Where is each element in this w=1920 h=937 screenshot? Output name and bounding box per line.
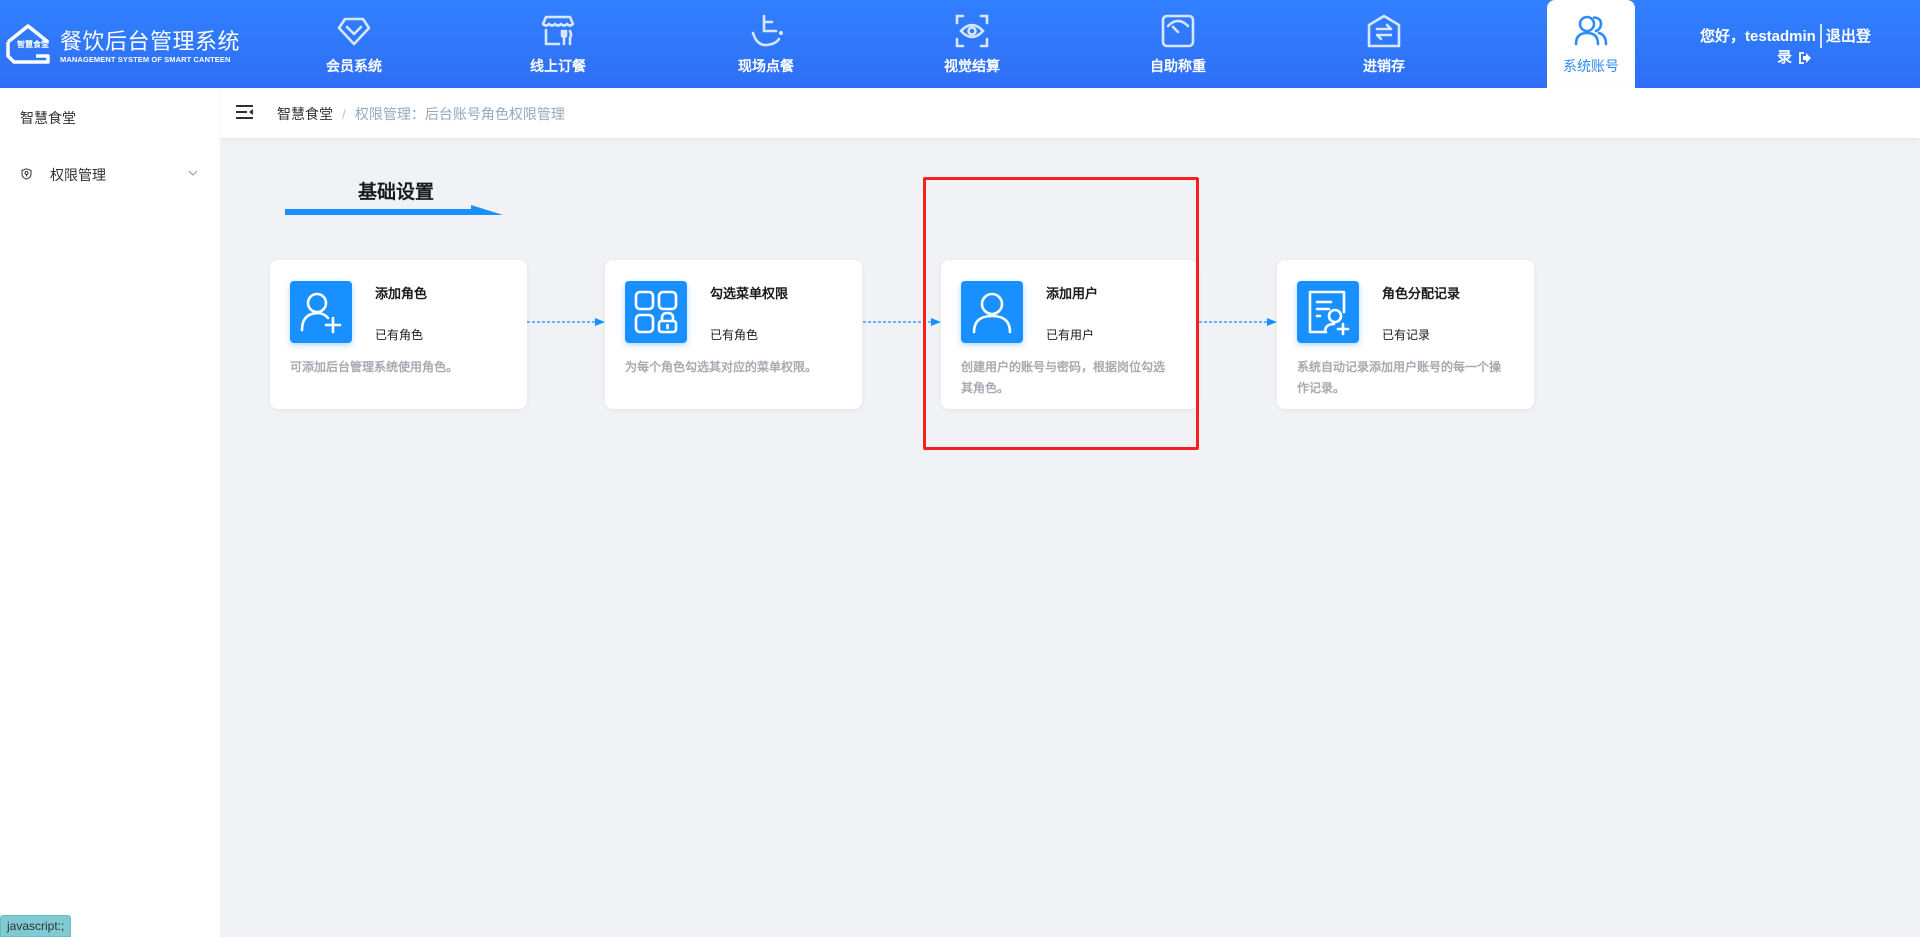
card-title: 添加角色	[375, 286, 428, 301]
scale-icon	[1161, 14, 1195, 48]
user-greeting: 您好，testadmin	[1700, 27, 1816, 45]
bowl-icon	[751, 14, 784, 47]
shield-icon	[21, 168, 32, 180]
nav-system-account[interactable]: 系统账号	[1547, 0, 1635, 88]
warehouse-transfer-icon	[1367, 14, 1401, 48]
document-user-icon	[1308, 290, 1350, 336]
card-role-assignment-log[interactable]: 角色分配记录 已有记录 系统自动记录添加用户账号的每一个操作记录。	[1277, 260, 1534, 409]
chevron-down-icon	[188, 170, 198, 176]
nav-online-order[interactable]: 线上订餐	[514, 0, 602, 88]
card-description: 为每个角色勾选其对应的菜单权限。	[625, 360, 818, 374]
app-subtitle: MANAGEMENT SYSTEM OF SMART CANTEEN	[60, 55, 231, 64]
nav-inventory[interactable]: 进销存	[1340, 0, 1428, 88]
breadcrumb-bar: 智慧食堂 / 权限管理：后台账号角色权限管理	[220, 88, 1920, 138]
logo-mark-text: 智慧食堂	[17, 40, 49, 49]
card-menu-permission[interactable]: 勾选菜单权限 已有角色 为每个角色勾选其对应的菜单权限。	[605, 260, 862, 409]
nav-self-weighing[interactable]: 自助称重	[1134, 0, 1222, 88]
logout-link-continued[interactable]: 录	[1777, 49, 1793, 66]
user-add-icon	[300, 292, 342, 334]
logout-icon[interactable]	[1798, 51, 1812, 65]
logout-link[interactable]: 退出登	[1825, 27, 1871, 45]
section-title: 基础设置	[358, 182, 435, 203]
card-stat: 已有记录	[1382, 328, 1431, 342]
user-separator	[1819, 24, 1822, 48]
nav-onsite-order[interactable]: 现场点餐	[722, 0, 810, 88]
card-description: 创建用户的账号与密码，根据岗位勾选其角色。	[961, 360, 1166, 395]
status-link-preview: javascript:;	[0, 915, 72, 937]
nav-visual-checkout[interactable]: 视觉结算	[928, 0, 1016, 88]
top-header: 智慧食堂 餐饮后台管理系统 MANAGEMENT SYSTEM OF SMART…	[0, 0, 1920, 88]
breadcrumb-separator: /	[342, 106, 346, 122]
card-stat: 已有角色	[375, 328, 424, 342]
menu-fold-icon[interactable]	[236, 105, 253, 119]
card-stat: 已有用户	[1046, 328, 1095, 342]
sidebar-item-label: 权限管理	[50, 167, 106, 183]
logo[interactable]: 智慧食堂 餐饮后台管理系统 MANAGEMENT SYSTEM OF SMART…	[4, 22, 240, 66]
sidebar: 智慧食堂 权限管理	[0, 88, 220, 937]
card-title: 勾选菜单权限	[710, 286, 789, 301]
nav-member-system[interactable]: 会员系统	[310, 0, 398, 88]
breadcrumb-current: 权限管理：后台账号角色权限管理	[354, 106, 565, 122]
house-logo-icon	[6, 24, 50, 64]
card-add-user[interactable]: 添加用户 已有用户 创建用户的账号与密码，根据岗位勾选其角色。	[941, 260, 1198, 409]
user-area: 您好，testadmin 退出登 录	[1700, 24, 1910, 67]
sidebar-title: 智慧食堂	[20, 110, 76, 126]
breadcrumb: 智慧食堂 / 权限管理：后台账号角色权限管理	[277, 104, 565, 124]
card-description: 系统自动记录添加用户账号的每一个操作记录。	[1297, 360, 1502, 395]
diamond-icon	[337, 17, 371, 46]
app-title: 餐饮后台管理系统	[60, 29, 241, 54]
user-icon	[972, 292, 1012, 334]
flow-arrow-connector	[863, 318, 941, 326]
storefront-icon	[541, 15, 575, 46]
card-stat: 已有角色	[710, 328, 759, 342]
card-title: 添加用户	[1046, 286, 1099, 301]
card-description: 可添加后台管理系统使用角色。	[290, 360, 459, 374]
eye-scan-icon	[955, 14, 989, 48]
sidebar-item-permission-management[interactable]: 权限管理	[0, 154, 220, 194]
card-add-role[interactable]: 添加角色 已有角色 可添加后台管理系统使用角色。	[270, 260, 527, 409]
flow-arrow-connector	[527, 318, 605, 326]
card-title: 角色分配记录	[1382, 286, 1461, 301]
users-icon	[1574, 15, 1608, 46]
section-underline-arrow	[285, 205, 503, 215]
breadcrumb-home[interactable]: 智慧食堂	[277, 106, 333, 122]
grid-lock-icon	[634, 290, 678, 334]
flow-arrow-connector	[1199, 318, 1277, 326]
